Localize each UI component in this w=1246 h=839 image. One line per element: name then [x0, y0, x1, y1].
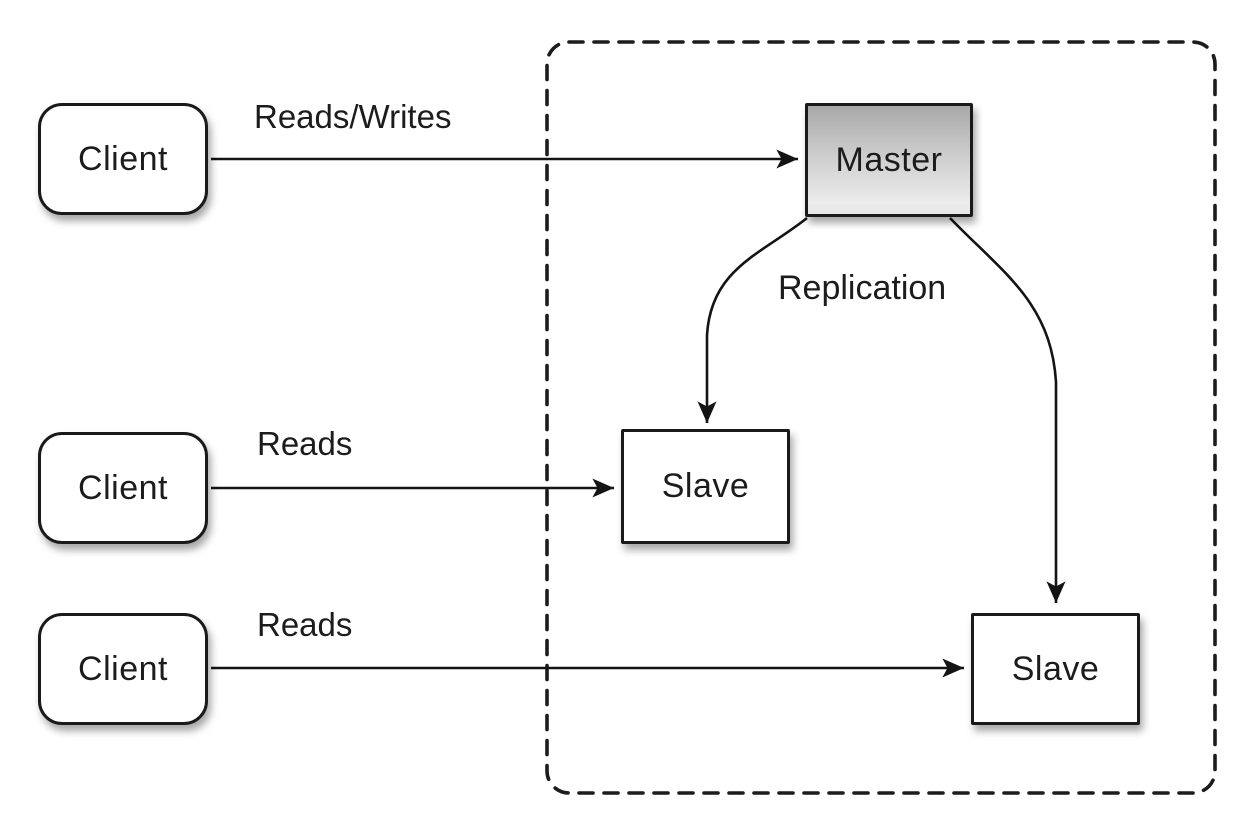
edge-label-reads-client3: Reads [257, 606, 353, 643]
edge-master-to-slave2-arrow [949, 217, 1066, 603]
node-slave-1-label: Slave [661, 467, 750, 505]
node-client-1-label: Client [78, 139, 168, 178]
edge-master-to-slave1-arrow [697, 216, 808, 423]
node-client-3: Client [38, 613, 208, 725]
node-slave-1: Slave [621, 429, 790, 544]
edge-label-replication: Replication [778, 269, 947, 307]
node-client-3-label: Client [78, 649, 168, 688]
node-slave-2-label: Slave [1011, 649, 1100, 688]
edge-label-reads-client2: Reads [257, 425, 353, 462]
node-client-2-label: Client [78, 468, 168, 507]
node-client-1: Client [38, 103, 208, 215]
edge-label-reads-writes: Reads/Writes [254, 98, 452, 135]
node-master: Master [805, 103, 973, 217]
node-client-2: Client [38, 432, 208, 544]
node-master-label: Master [835, 140, 943, 179]
node-slave-2: Slave [971, 613, 1140, 725]
